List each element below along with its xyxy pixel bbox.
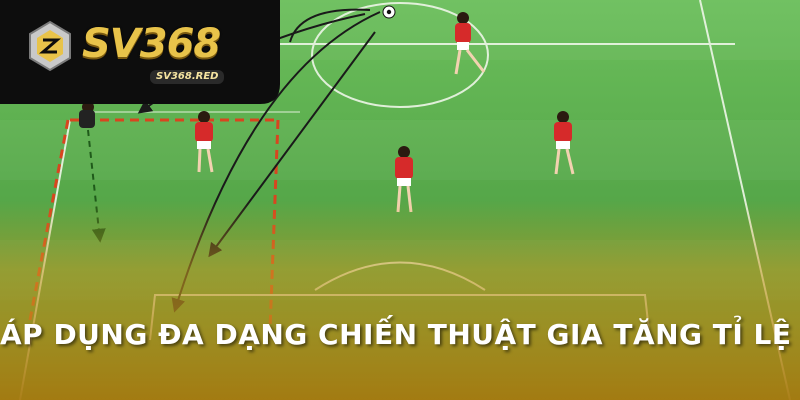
headline: ÁP DỤNG ĐA DẠNG CHIẾN THUẬT GIA TĂNG TỈ … [0,318,800,351]
logo-wordmark: SV368 [82,21,221,67]
player-icon [554,111,575,175]
player-icon [79,101,95,128]
logo-icon [29,20,71,72]
player-icon [454,12,486,75]
logo-subtext: SV368.RED [150,70,225,84]
ball-icon [382,5,396,19]
player-icon [195,111,214,173]
